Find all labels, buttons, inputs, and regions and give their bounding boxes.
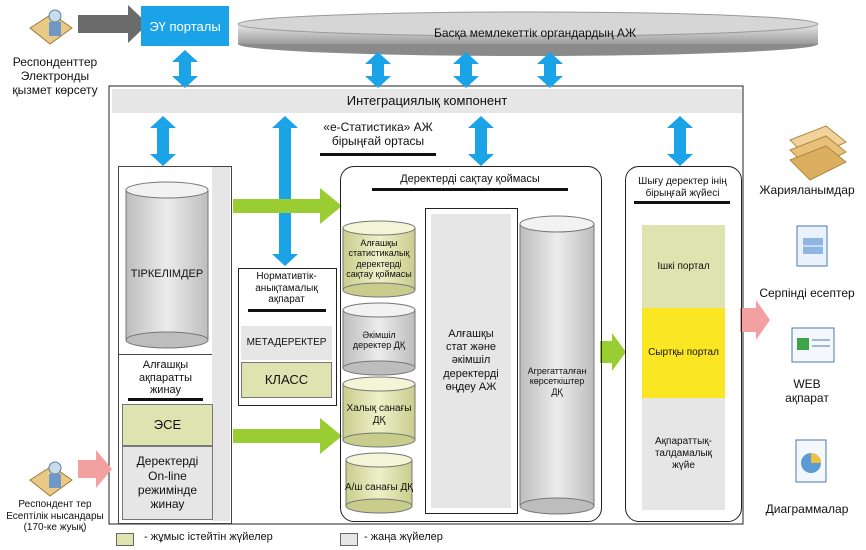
klass-box: КЛАСС bbox=[241, 362, 332, 398]
person-icon-bottom bbox=[29, 461, 73, 497]
admin-data-label: Әкімшіл деректер ДҚ bbox=[352, 330, 406, 351]
output-title: Шығу деректер інің бірыңғай жүйесі bbox=[638, 176, 727, 199]
blue-arrows bbox=[150, 50, 693, 266]
legend-new-swatch bbox=[340, 533, 358, 546]
online-collection-box: Деректерді On-line режимінде жинау bbox=[122, 446, 213, 520]
publications-icon bbox=[789, 125, 847, 181]
analytic-system: Ақпараттық- талдамалық жүйе bbox=[642, 398, 725, 510]
legend-working-label: - жұмыс істейтін жүйелер bbox=[144, 531, 273, 543]
storage-title: Деректерді сақтау қоймасы bbox=[400, 173, 540, 185]
census-agri-label: А/ш санағы ДҚ bbox=[344, 482, 414, 493]
processing-box: Алғашқы стат және әкімшіл деректерді өңд… bbox=[431, 214, 511, 508]
person-icon-top bbox=[29, 9, 73, 45]
respondent-arrow-top bbox=[78, 5, 148, 43]
collect-title: Алғашқы ақпаратты жинау bbox=[139, 359, 192, 397]
legend-new-label: - жаңа жүйелер bbox=[364, 531, 443, 543]
output-container bbox=[625, 166, 742, 522]
estat-title: «е-Статистика» АЖ бірыңғай ортасы bbox=[323, 120, 433, 148]
publications-label: Жарияланымдар bbox=[759, 183, 855, 197]
eu-portal-box: ЭҮ порталы bbox=[141, 6, 229, 46]
web-info-label: WEB ақпарат bbox=[785, 377, 829, 405]
web-info-icon bbox=[791, 327, 835, 363]
registry-divider bbox=[119, 354, 212, 355]
primary-storage-label: Алғашқы статистикалық деректерді сақтау … bbox=[346, 238, 412, 280]
other-gov-disc bbox=[237, 11, 819, 56]
ese-box: ЭСЕ bbox=[122, 404, 213, 446]
other-gov-label: Басқа мемлекеттік органдардың АЖ bbox=[433, 26, 637, 40]
interactive-reports-icon bbox=[796, 225, 828, 267]
aggregated-label: Агрегатталған көрсеткіштер ДҚ bbox=[527, 366, 587, 397]
diagrams-label: Диаграммалар bbox=[765, 502, 849, 516]
registry-container bbox=[118, 166, 232, 524]
pink-arrows bbox=[78, 300, 770, 488]
census-pop-label: Халық санағы ДҚ bbox=[346, 403, 412, 426]
external-portal: Сыртқы портал bbox=[642, 308, 725, 398]
collect-title-rule bbox=[128, 398, 203, 401]
respondent-forms-label: Респондент тер Есептілік нысандары (170-… bbox=[6, 499, 104, 533]
storage-container bbox=[340, 166, 602, 522]
registry-cylinder bbox=[125, 181, 209, 349]
respondent-electronic-label: Респонденттер Электронды қызмет көрсету bbox=[12, 55, 98, 97]
registry-side-bar bbox=[212, 167, 230, 521]
output-title-rule bbox=[634, 201, 730, 204]
normative-title: Нормативтік- анықтамалық ақпарат bbox=[255, 271, 318, 305]
integration-component: Интеграциялық компонент bbox=[112, 89, 742, 113]
internal-portal: Ішкі портал bbox=[642, 225, 725, 308]
registry-title: ТІРКЕЛІМДЕР bbox=[130, 268, 204, 280]
storage-title-rule bbox=[372, 188, 568, 191]
estat-title-rule bbox=[320, 153, 436, 156]
legend-working-swatch bbox=[116, 533, 134, 546]
storage-cylinders bbox=[342, 215, 595, 515]
metadata-box: МЕТАДЕРЕКТЕР bbox=[241, 326, 332, 360]
main-frame bbox=[108, 85, 744, 525]
interactive-reports-label: Серпінді есептер bbox=[759, 286, 855, 300]
green-arrows bbox=[233, 188, 626, 454]
normative-title-rule bbox=[248, 309, 326, 312]
diagrams-icon bbox=[795, 439, 827, 483]
